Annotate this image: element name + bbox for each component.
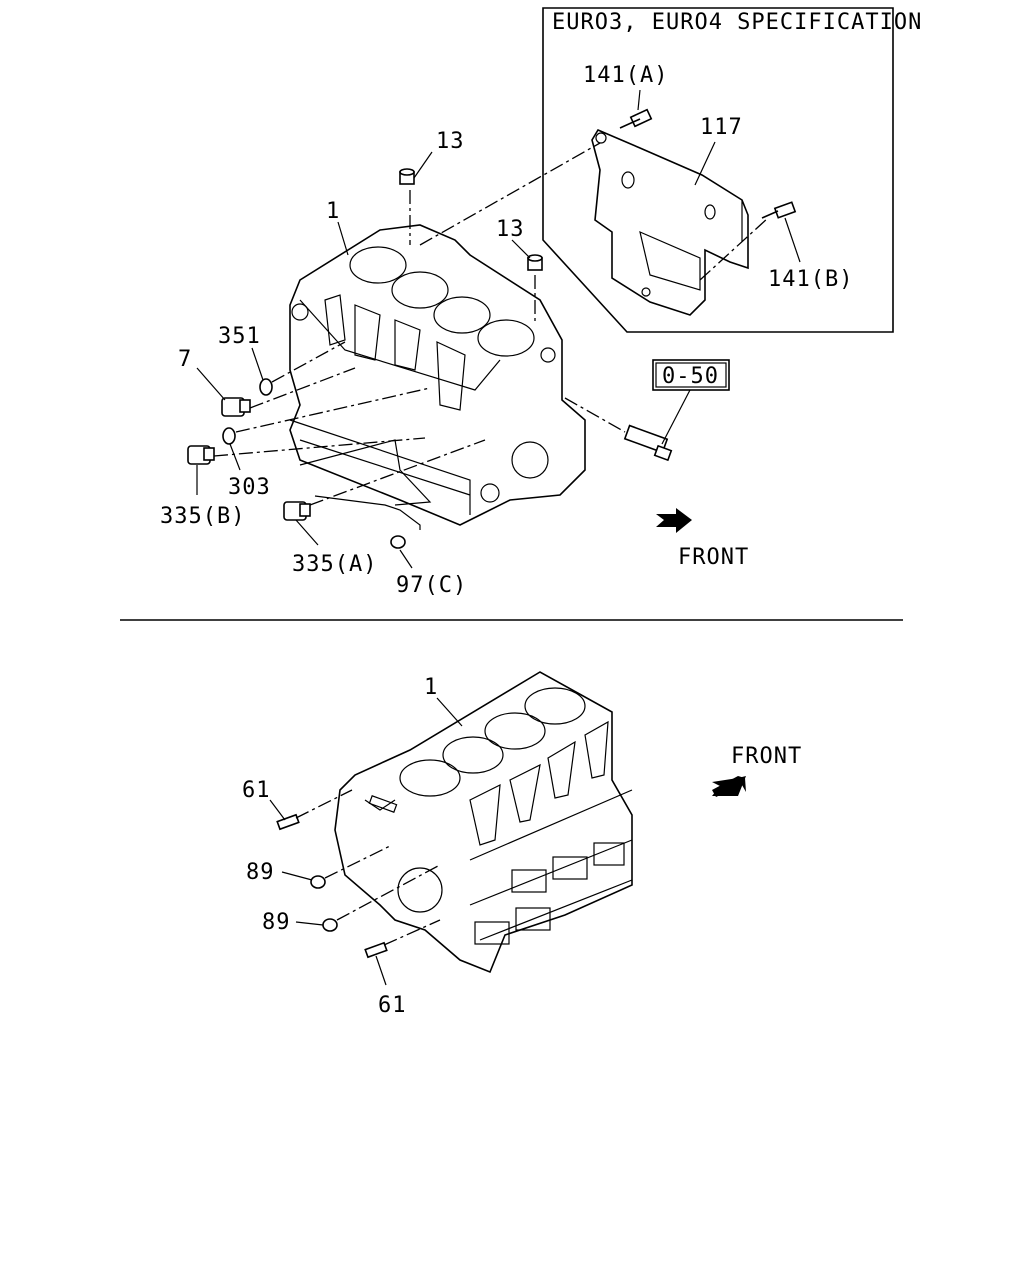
bolt-141b bbox=[761, 201, 797, 219]
gasket-351 bbox=[259, 378, 273, 396]
front-label-upper: FRONT bbox=[678, 545, 749, 570]
plug-335a bbox=[283, 501, 311, 521]
label-89-b: 89 bbox=[262, 910, 291, 935]
spec-box-title: EURO3, EURO4 SPECIFICATION bbox=[552, 10, 922, 35]
reference-box: 0-50 bbox=[652, 359, 730, 391]
label-13a: 13 bbox=[436, 129, 465, 154]
plug-89-b bbox=[322, 918, 338, 932]
label-61-bottom: 61 bbox=[378, 993, 407, 1018]
label-13b: 13 bbox=[496, 217, 525, 242]
plug-89-a bbox=[310, 875, 326, 889]
sensor-0-50 bbox=[623, 424, 673, 462]
label-7: 7 bbox=[178, 347, 192, 372]
front-arrow-lower: FRONT bbox=[712, 744, 802, 797]
dowel-13a bbox=[399, 168, 415, 185]
stud-61-bottom bbox=[364, 941, 388, 959]
plug-7 bbox=[221, 397, 251, 417]
cover-plate-117 bbox=[591, 128, 749, 316]
dowel-13b bbox=[527, 254, 543, 271]
stud-61-top bbox=[276, 813, 300, 831]
label-141a: 141(A) bbox=[583, 63, 668, 88]
label-335a: 335(A) bbox=[292, 552, 377, 577]
engine-block-lower bbox=[334, 671, 633, 974]
label-89-a: 89 bbox=[246, 860, 275, 885]
front-arrow-upper: FRONT bbox=[656, 508, 749, 570]
label-97c: 97(C) bbox=[396, 573, 467, 598]
washer-303 bbox=[222, 427, 236, 445]
label-117: 117 bbox=[700, 115, 743, 140]
plug-335b bbox=[187, 445, 215, 465]
label-block-lower: 1 bbox=[424, 675, 438, 700]
label-141b: 141(B) bbox=[768, 267, 853, 292]
label-335b: 335(B) bbox=[160, 504, 245, 529]
label-303: 303 bbox=[228, 475, 271, 500]
engine-block-upper bbox=[289, 224, 586, 526]
plug-97c bbox=[390, 535, 406, 549]
spec-box: EURO3, EURO4 SPECIFICATION bbox=[542, 7, 922, 333]
bolt-141a bbox=[619, 108, 653, 129]
label-block-upper: 1 bbox=[326, 199, 340, 224]
label-61-top: 61 bbox=[242, 778, 271, 803]
label-0-50: 0-50 bbox=[662, 364, 719, 389]
label-351: 351 bbox=[218, 324, 261, 349]
front-label-lower: FRONT bbox=[731, 744, 802, 769]
